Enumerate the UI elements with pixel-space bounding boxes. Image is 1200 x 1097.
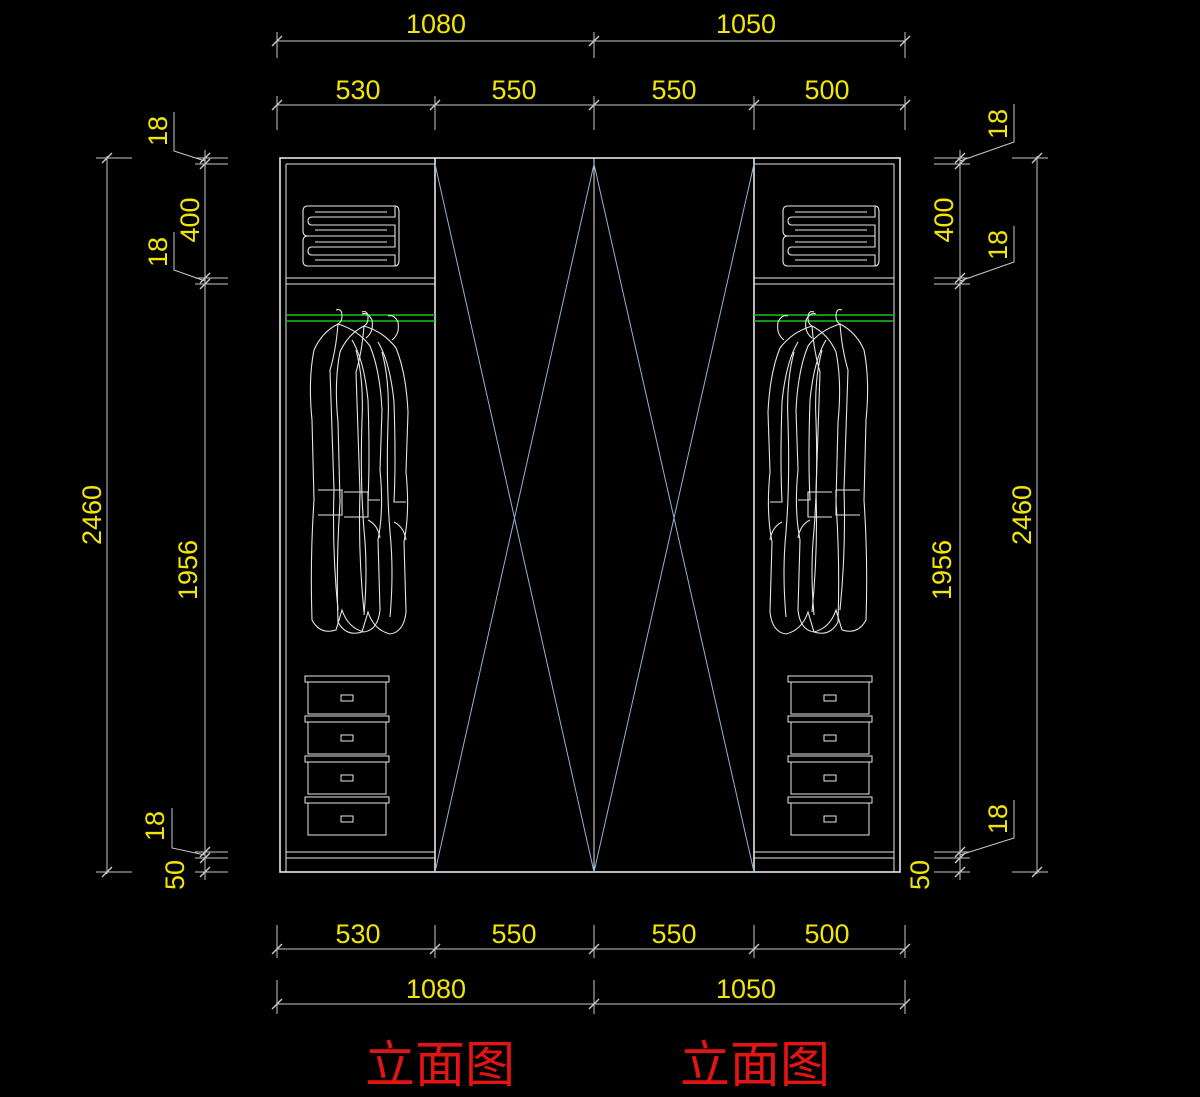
bottom-section-1-label: 530 bbox=[335, 919, 380, 949]
left-plinth-label: 50 bbox=[160, 860, 190, 890]
dimension-geometry bbox=[96, 32, 1048, 1014]
left-top-board-label: 18 bbox=[143, 116, 173, 146]
left-top-compartment-label: 400 bbox=[175, 197, 205, 242]
elevation-title-left: 立面图 bbox=[365, 1036, 515, 1094]
top-total-right-label: 1050 bbox=[716, 9, 776, 39]
left-bottom-board-label: 18 bbox=[140, 811, 170, 841]
folded-blanket-icon bbox=[302, 205, 400, 267]
right-bottom-board-label: 18 bbox=[983, 804, 1013, 834]
hanging-rail-left bbox=[286, 314, 435, 322]
right-top-board-label: 18 bbox=[983, 109, 1013, 139]
left-total-height-label: 2460 bbox=[77, 485, 107, 545]
bottom-section-4-label: 500 bbox=[804, 919, 849, 949]
left-hanging-compartment-label: 1956 bbox=[173, 540, 203, 600]
right-total-height-label: 2460 bbox=[1007, 485, 1037, 545]
hanging-coat-icon bbox=[795, 309, 869, 633]
drawer-box-icon bbox=[787, 796, 873, 836]
right-shelf-board-label: 18 bbox=[983, 230, 1013, 260]
sliding-door-diagonals bbox=[434, 163, 755, 873]
elevation-title-right: 立面图 bbox=[680, 1036, 830, 1094]
wardrobe-cabinet bbox=[279, 157, 901, 873]
bottom-section-2-label: 550 bbox=[491, 919, 536, 949]
drawer-box-icon bbox=[304, 715, 390, 755]
hanging-rail-right bbox=[754, 314, 894, 322]
folded-blanket-icon bbox=[782, 205, 880, 267]
right-top-compartment-label: 400 bbox=[929, 197, 959, 242]
hanging-coat-icon bbox=[335, 311, 409, 635]
top-section-4-label: 500 bbox=[804, 75, 849, 105]
drawer-box-icon bbox=[787, 715, 873, 755]
top-section-3-label: 550 bbox=[651, 75, 696, 105]
top-total-left-label: 1080 bbox=[406, 9, 466, 39]
bottom-total-left-label: 1080 bbox=[406, 974, 466, 1004]
drawer-box-icon bbox=[787, 675, 873, 715]
drawer-box-icon bbox=[304, 755, 390, 795]
bottom-section-3-label: 550 bbox=[651, 919, 696, 949]
drawer-box-icon bbox=[787, 755, 873, 795]
right-plinth-label: 50 bbox=[905, 860, 935, 890]
right-hanging-compartment-label: 1956 bbox=[927, 540, 957, 600]
drawer-box-icon bbox=[304, 796, 390, 836]
bottom-total-right-label: 1050 bbox=[716, 974, 776, 1004]
top-section-2-label: 550 bbox=[491, 75, 536, 105]
dimension-labels: 1080 1050 530 550 550 500 530 550 550 50… bbox=[77, 9, 1037, 1004]
left-shelf-board-label: 18 bbox=[143, 237, 173, 267]
drawer-box-icon bbox=[304, 675, 390, 715]
top-section-1-label: 530 bbox=[335, 75, 380, 105]
hanging-coat-icon bbox=[309, 309, 383, 633]
